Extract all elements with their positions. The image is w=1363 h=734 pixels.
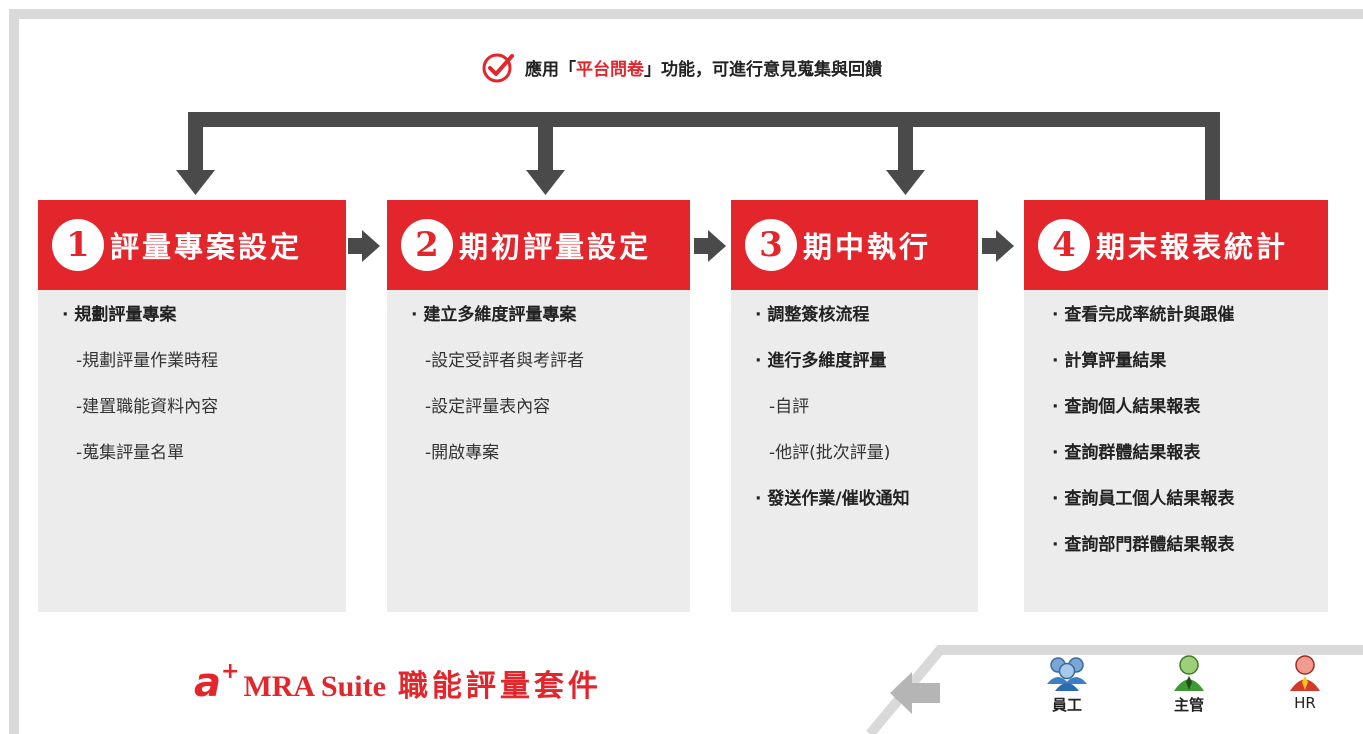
brand-logo: a + MRA Suite 職能評量套件 [194,659,602,706]
manager-icon [1174,655,1204,691]
role-manager: 主管 [1159,654,1219,715]
stage-2-item: -開啟專案 [425,443,500,463]
stage-4-title: 期末報表統計 [1096,230,1289,264]
stage-1-panel: · 規劃評量專案 -規劃評量作業時程 -建置職能資料內容 -蒐集評量名單 [38,290,346,612]
stage-1-item: -蒐集評量名單 [76,443,185,463]
right-arrow-2-icon [694,230,726,262]
stage-4-item: · 查詢員工個人結果報表 [1052,489,1235,509]
brand-logo-plus: + [221,659,240,684]
stage-3-title: 期中執行 [803,230,932,264]
stage-4-item: · 計算評量結果 [1052,351,1167,371]
stage-3-item: -他評(批次評量) [769,443,891,463]
stage-1-title: 評量專案設定 [110,230,303,264]
feedback-note-suffix: 」功能，可進行意見蒐集與回饋 [644,59,882,80]
role-employee: 員工 [1037,654,1097,715]
right-arrow-1-icon [348,230,380,262]
stage-4-item: · 查詢部門群體結果報表 [1052,535,1235,555]
stage-3-item: · 調整簽核流程 [755,305,870,325]
outer-border [9,9,1363,734]
stage-3-panel: · 調整簽核流程 · 進行多維度評量 -自評 -他評(批次評量) · 發送作業/催收通知 [731,290,978,612]
stage-2-header: 2 期初評量設定 [387,200,690,290]
feedback-note-highlight: 平台問卷 [576,59,644,80]
right-arrow-3-icon [982,230,1014,262]
stage-1-item: · 規劃評量專案 [62,305,177,325]
hr-icon [1290,655,1320,691]
stage-1-number: 1 [52,219,104,271]
stage-4-number: 4 [1038,219,1090,271]
stage-2-panel: · 建立多維度評量專案 -設定受評者與考評者 -設定評量表內容 -開啟專案 [387,290,690,612]
stage-3-header: 3 期中執行 [731,200,978,290]
down-arrow-3-icon [886,112,925,195]
down-arrow-2-icon [526,112,565,195]
stage-3-item: -自評 [769,397,810,417]
stage-2-list: · 建立多維度評量專案 -設定受評者與考評者 -設定評量表內容 -開啟專案 [387,290,690,465]
stage-4-panel: · 查看完成率統計與跟催 · 計算評量結果 · 查詢個人結果報表 · 查詢群體結果報表… [1024,290,1328,612]
role-hr-label: HR [1294,694,1316,712]
stage-1-list: · 規劃評量專案 -規劃評量作業時程 -建置職能資料內容 -蒐集評量名單 [38,290,346,465]
brand-logo-letter: a [194,660,221,706]
check-circle-icon [482,53,514,83]
stage-1-header: 1 評量專案設定 [38,200,346,290]
stage-2-number: 2 [401,219,453,271]
role-employee-label: 員工 [1051,696,1082,714]
stage-1-item: -規劃評量作業時程 [76,351,219,371]
stage-3-list: · 調整簽核流程 · 進行多維度評量 -自評 -他評(批次評量) · 發送作業/催收通知 [731,290,978,511]
stage-4-list: · 查看完成率統計與跟催 · 計算評量結果 · 查詢個人結果報表 · 查詢群體結果報表… [1024,290,1328,557]
stage-2-item: -設定評量表內容 [425,397,551,417]
stage-4-item: · 查看完成率統計與跟催 [1052,305,1235,325]
stage-4-item: · 查詢群體結果報表 [1052,443,1201,463]
stage-3-item: · 發送作業/催收通知 [755,489,910,509]
left-arrow-icon [890,672,940,714]
feedback-loop-bar [188,112,1220,127]
stage-2-item: · 建立多維度評量專案 [411,305,577,325]
stage-4-header: 4 期末報表統計 [1024,200,1328,290]
stage-2-title: 期初評量設定 [459,230,652,264]
employees-group-icon [1047,657,1087,691]
role-hr: HR [1275,654,1335,712]
brand-zh-name: 職能評量套件 [397,669,602,704]
down-arrow-1-icon [176,112,215,195]
stage-4-item: · 查詢個人結果報表 [1052,397,1201,417]
stage-3-number: 3 [745,219,797,271]
feedback-note: 應用「平台問卷」功能，可進行意見蒐集與回饋 [0,50,1363,84]
feedback-loop-riser [1205,112,1220,202]
stage-2-item: -設定受評者與考評者 [425,351,585,371]
stage-1-item: -建置職能資料內容 [76,397,219,417]
feedback-note-prefix: 應用「 [525,59,576,80]
stage-3-item: · 進行多維度評量 [755,351,887,371]
brand-product-name: MRA Suite [243,670,386,703]
role-manager-label: 主管 [1173,696,1204,714]
user-panel-border [866,645,1363,734]
